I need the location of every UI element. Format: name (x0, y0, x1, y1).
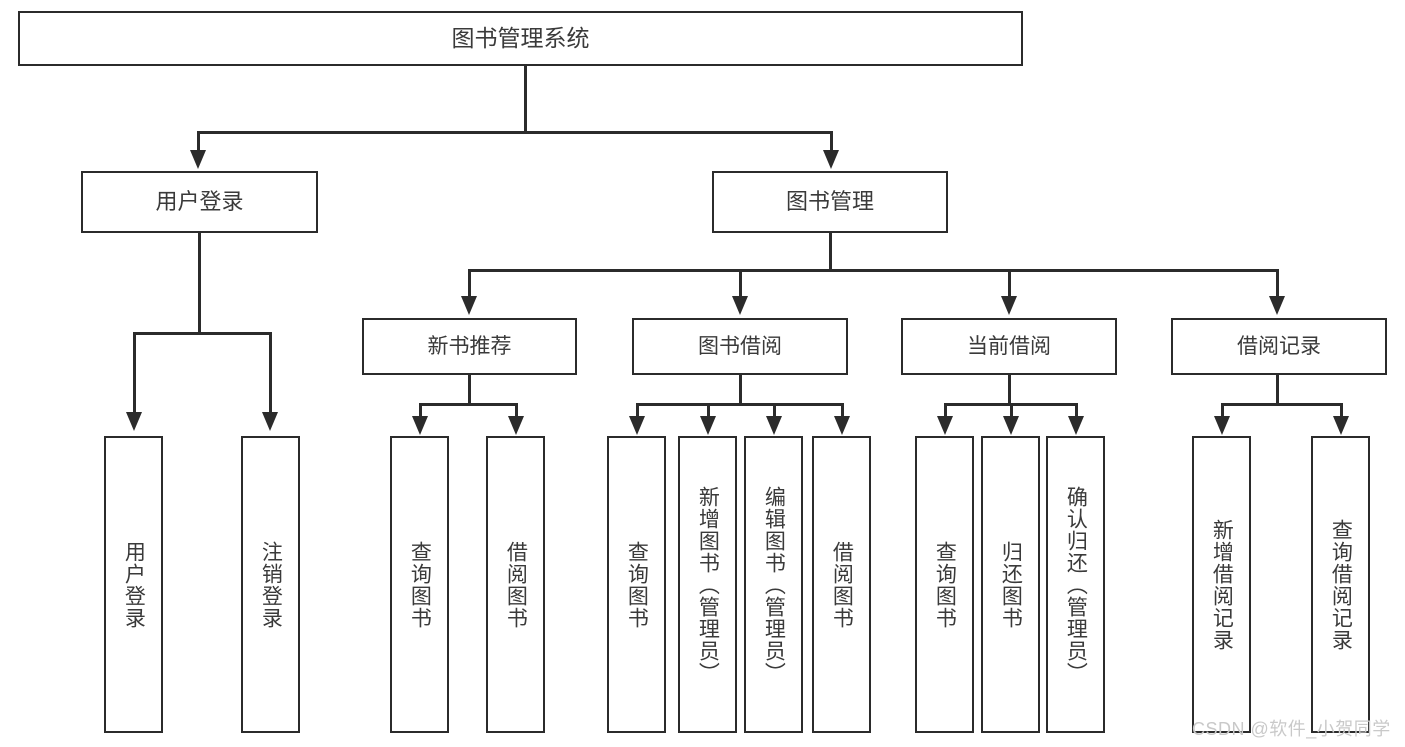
arrowhead-book-mgmt (823, 150, 839, 169)
leaf-query-book-recommend[interactable]: 查询图书 (390, 436, 449, 733)
connector-user-login-bus (133, 332, 271, 335)
arrowhead-leaf-user-login (126, 412, 142, 431)
node-label: 新书推荐 (427, 334, 512, 358)
node-book-management[interactable]: 图书管理 (712, 171, 948, 233)
leaf-return-book[interactable]: 归还图书 (981, 436, 1040, 733)
arrowhead-leaf-query-book-b (629, 416, 645, 435)
node-label: 归还图书 (999, 540, 1023, 629)
node-book-borrow[interactable]: 图书借阅 (632, 318, 848, 375)
connector-root-to-book-mgmt (830, 131, 833, 155)
watermark-text: CSDN @软件_小贺同学 (1192, 719, 1391, 739)
leaf-user-login[interactable]: 用户登录 (104, 436, 163, 733)
node-label: 确认归还（管理员） (1064, 485, 1088, 684)
arrowhead-user-login (190, 150, 206, 169)
connector-user-login-stem (198, 233, 201, 334)
node-borrow-record[interactable]: 借阅记录 (1171, 318, 1387, 375)
node-current-borrow[interactable]: 当前借阅 (901, 318, 1117, 375)
connector-to-leaf-confirm-return (1075, 403, 1078, 419)
leaf-borrow-book[interactable]: 借阅图书 (812, 436, 871, 733)
node-label: 借阅记录 (1237, 334, 1321, 358)
connector-to-book-borrow (739, 269, 742, 299)
arrowhead-leaf-borrow-book-a (508, 416, 524, 435)
node-label: 查询图书 (408, 540, 432, 629)
node-label: 借阅图书 (830, 540, 854, 629)
node-label: 用户登录 (155, 189, 244, 215)
connector-book-mgmt-stem (829, 233, 832, 271)
arrowhead-current-borrow (1001, 296, 1017, 315)
connector-new-book-bus (419, 403, 518, 406)
connector-to-leaf-query-book-b (636, 403, 639, 419)
connector-to-leaf-edit-book (773, 403, 776, 419)
connector-to-leaf-return-book (1010, 403, 1013, 419)
connector-book-mgmt-bus (468, 269, 1276, 272)
connector-to-leaf-query-record (1340, 403, 1343, 419)
connector-to-leaf-add-book (707, 403, 710, 419)
connector-to-leaf-borrow-book-b (841, 403, 844, 419)
node-label: 图书管理系统 (451, 25, 590, 52)
arrowhead-leaf-edit-book (766, 416, 782, 435)
connector-to-leaf-query-book-c (944, 403, 947, 419)
arrowhead-leaf-return-book (1003, 416, 1019, 435)
leaf-query-book-borrow[interactable]: 查询图书 (607, 436, 666, 733)
arrowhead-leaf-query-record (1333, 416, 1349, 435)
connector-to-leaf-borrow-book-a (515, 403, 518, 419)
node-label: 新增图书（管理员） (696, 485, 720, 684)
arrowhead-borrow-record (1269, 296, 1285, 315)
connector-to-leaf-query-book-a (419, 403, 422, 419)
arrowhead-leaf-add-record (1214, 416, 1230, 435)
connector-book-borrow-bus (636, 403, 843, 406)
node-label: 查询图书 (625, 540, 649, 629)
leaf-confirm-return-admin[interactable]: 确认归还（管理员） (1046, 436, 1105, 733)
leaf-edit-book-admin[interactable]: 编辑图书（管理员） (744, 436, 803, 733)
connector-borrow-record-bus (1221, 403, 1342, 406)
connector-to-new-book (468, 269, 471, 299)
connector-book-borrow-stem (739, 375, 742, 405)
node-label: 编辑图书（管理员） (762, 485, 786, 684)
node-user-login[interactable]: 用户登录 (81, 171, 318, 233)
leaf-query-borrow-record[interactable]: 查询借阅记录 (1311, 436, 1370, 733)
connector-to-leaf-logout (269, 332, 272, 416)
connector-root-stem (524, 66, 527, 133)
arrowhead-leaf-query-book-a (412, 416, 428, 435)
node-label: 查询图书 (933, 540, 957, 629)
connector-root-to-user-login (197, 131, 200, 155)
node-label: 注销登录 (259, 540, 283, 629)
node-root-system[interactable]: 图书管理系统 (18, 11, 1023, 66)
arrowhead-leaf-add-book (700, 416, 716, 435)
arrowhead-new-book (461, 296, 477, 315)
connector-borrow-record-stem (1276, 375, 1279, 405)
connector-to-current-borrow (1008, 269, 1011, 299)
leaf-logout[interactable]: 注销登录 (241, 436, 300, 733)
connector-root-bus (197, 131, 832, 134)
connector-current-borrow-stem (1008, 375, 1011, 405)
node-label: 图书借阅 (698, 334, 782, 358)
node-label: 新增借阅记录 (1210, 518, 1234, 651)
arrowhead-leaf-borrow-book-b (834, 416, 850, 435)
leaf-query-book-current[interactable]: 查询图书 (915, 436, 974, 733)
arrowhead-leaf-logout (262, 412, 278, 431)
connector-new-book-stem (468, 375, 471, 405)
node-label: 借阅图书 (504, 540, 528, 629)
leaf-borrow-book-recommend[interactable]: 借阅图书 (486, 436, 545, 733)
node-label: 用户登录 (122, 540, 146, 629)
leaf-add-book-admin[interactable]: 新增图书（管理员） (678, 436, 737, 733)
node-label: 当前借阅 (967, 334, 1051, 358)
node-label: 图书管理 (785, 189, 874, 215)
connector-to-borrow-record (1276, 269, 1279, 299)
arrowhead-leaf-confirm-return (1068, 416, 1084, 435)
node-label: 查询借阅记录 (1329, 518, 1353, 651)
connector-to-leaf-add-record (1221, 403, 1224, 419)
arrowhead-book-borrow (732, 296, 748, 315)
node-new-book-recommend[interactable]: 新书推荐 (362, 318, 577, 375)
connector-to-leaf-user-login (133, 332, 136, 416)
leaf-add-borrow-record[interactable]: 新增借阅记录 (1192, 436, 1251, 733)
arrowhead-leaf-query-book-c (937, 416, 953, 435)
